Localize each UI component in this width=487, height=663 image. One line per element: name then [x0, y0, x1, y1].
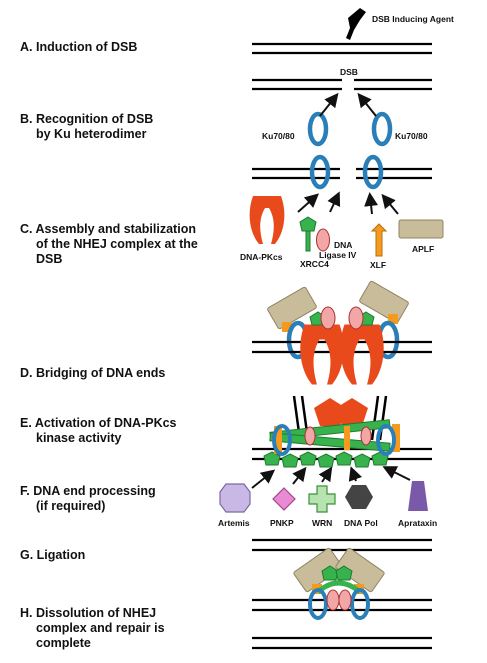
ku-bound-right-icon [365, 157, 381, 187]
dna-ku-bound-c [252, 167, 432, 180]
step-f-label: F. DNA end processing [20, 484, 156, 498]
dsb-inducing-agent-icon [346, 8, 366, 40]
step-h-label-line2: complex and repair is [36, 621, 165, 635]
processing-arrows [251, 466, 411, 489]
artemis-icon [219, 483, 251, 513]
xrcc4-label: XRCC4 [300, 259, 329, 269]
assembly-arrows [297, 191, 399, 215]
aprataxin-label: Aprataxin [398, 518, 438, 528]
aprataxin-icon [408, 481, 428, 511]
dna-pol-icon [345, 485, 373, 509]
dsb-label: DSB [340, 67, 358, 77]
step-d-label: D. Bridging of DNA ends [20, 366, 166, 380]
aplf-icon [398, 219, 444, 239]
step-f-label-line2: (if required) [36, 499, 106, 513]
ku70-80-right-icon [374, 114, 390, 144]
xrcc4-icon [299, 216, 317, 252]
ku70-80-left-icon [310, 114, 326, 144]
xlf-icon [371, 223, 387, 257]
step-e-label: E. Activation of DNA-PKcs [20, 416, 177, 430]
step-b-label: B. Recognition of DSB [20, 112, 154, 126]
step-a-label: A. Induction of DSB [20, 40, 138, 54]
bridging-complex [252, 280, 432, 385]
dna-pol-label: DNA Pol [344, 518, 378, 528]
step-c-label-line3: DSB [36, 252, 63, 266]
xlf-label: XLF [370, 260, 387, 270]
artemis-label: Artemis [218, 518, 250, 528]
step-g-label: G. Ligation [20, 548, 86, 562]
ku-bound-left-icon [312, 157, 328, 187]
step-h-label-line3: complete [36, 636, 91, 650]
wrn-icon [308, 485, 336, 513]
ku70-80-left-label: Ku70/80 [262, 131, 295, 141]
ku-recognition-arrows [319, 92, 377, 117]
step-c-label: C. Assembly and stabilization [20, 222, 196, 236]
dna-pkcs-label: DNA-PKcs [240, 252, 283, 262]
dna-duplex-a [252, 42, 432, 55]
dsb-inducing-agent-label: DSB Inducing Agent [372, 14, 454, 24]
aplf-label: APLF [412, 244, 435, 254]
dna-ligated-g [252, 538, 432, 552]
dna-broken-b [252, 78, 432, 91]
dna-repaired-h [252, 636, 432, 650]
dna-ligase-iv-icon [316, 228, 330, 252]
wrn-label: WRN [312, 518, 333, 528]
step-h-label: H. Dissolution of NHEJ [20, 606, 157, 620]
pnkp-icon [272, 487, 296, 511]
ku70-80-right-label: Ku70/80 [395, 131, 428, 141]
pnkp-label: PNKP [270, 518, 294, 528]
activated-factors [263, 419, 400, 468]
step-e-label-line2: kinase activity [36, 431, 122, 445]
step-c-label-line2: of the NHEJ complex at the [36, 237, 198, 251]
dissolution-complex [252, 547, 432, 620]
ligase-iv-label: Ligase IV [319, 250, 357, 260]
dna-pkcs-icon [249, 196, 285, 244]
dna-ligase-label: DNA [334, 240, 353, 250]
step-b-label-line2: by Ku heterodimer [36, 127, 147, 141]
